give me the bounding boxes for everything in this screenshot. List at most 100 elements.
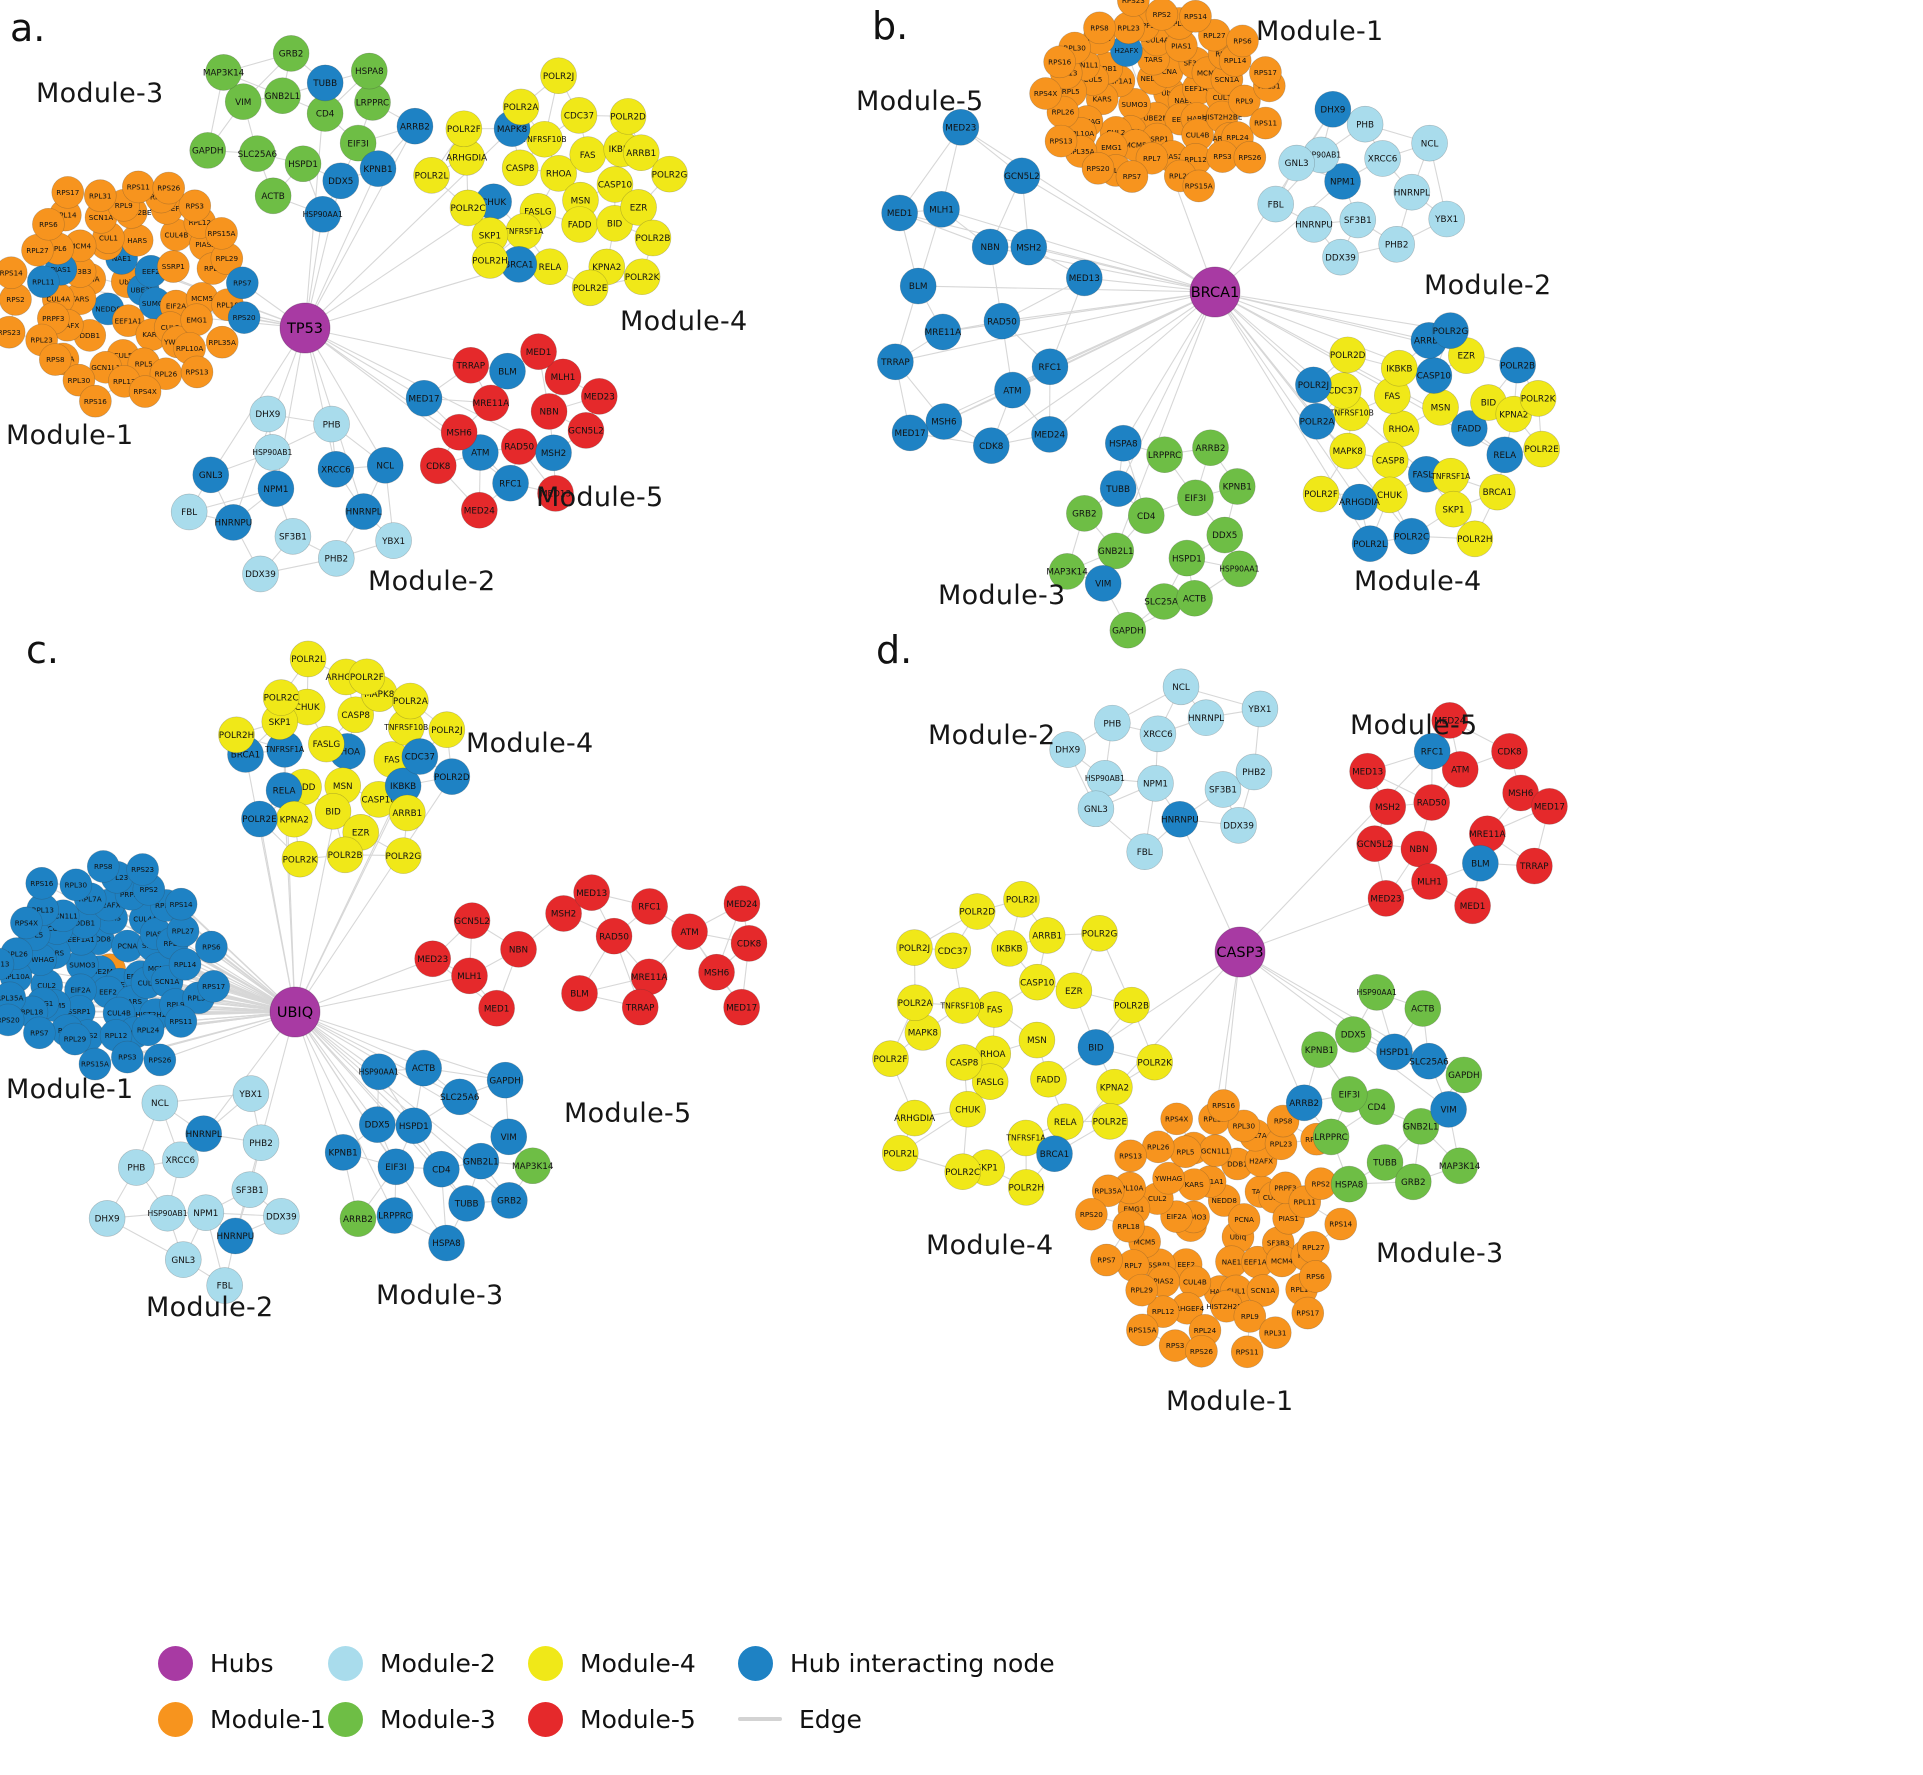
- node-BLM: BLM: [899, 267, 937, 305]
- module3-node-circle: [1176, 579, 1213, 617]
- module5-node-circle: [1462, 844, 1499, 882]
- module1-node-circle: [1115, 160, 1149, 193]
- module5-node-circle: [573, 874, 610, 911]
- node-MED1: MED1: [478, 989, 515, 1027]
- module5-node-circle: [545, 895, 582, 932]
- node-TUBB: TUBB: [1099, 470, 1137, 507]
- module3-node-circle: [306, 64, 344, 102]
- module4-node-circle: [471, 242, 509, 279]
- node-POLR2D: POLR2D: [609, 98, 647, 135]
- module5-node-circle: [1454, 887, 1491, 925]
- node-MED13: MED13: [1349, 752, 1386, 790]
- hub-edge: [1223, 951, 1241, 1106]
- node-RPS26: RPS26: [143, 1043, 177, 1077]
- module4-node-circle: [1519, 380, 1557, 417]
- node-MED24: MED24: [1031, 416, 1068, 453]
- node-RPL35A: RPL35A: [205, 325, 239, 359]
- node-FADD: FADD: [1030, 1060, 1067, 1098]
- node-NBN: NBN: [971, 228, 1009, 266]
- node-POLR2D: POLR2D: [958, 893, 996, 930]
- node-NBN: NBN: [500, 930, 537, 968]
- node-RAD50: RAD50: [500, 428, 538, 465]
- module1-node-circle: [1112, 11, 1145, 45]
- module3-node-circle: [1146, 436, 1183, 473]
- node-NPM1: NPM1: [187, 1194, 225, 1231]
- module3-node-circle: [1410, 1042, 1448, 1080]
- node-PHB: PHB: [118, 1149, 155, 1186]
- module4-node-circle: [445, 110, 483, 148]
- module1-node-circle: [23, 1016, 56, 1050]
- node-RPS17: RPS17: [197, 970, 231, 1003]
- legend-label: Hubs: [210, 1648, 274, 1678]
- module4-node-circle: [218, 716, 255, 754]
- node-POLR2E: POLR2E: [571, 269, 609, 307]
- hub-edge: [294, 975, 470, 1013]
- module4-node-circle: [1136, 1043, 1174, 1081]
- node-PHB2: PHB2: [242, 1124, 280, 1162]
- module2-node-circle: [1161, 800, 1199, 838]
- module4-node-circle: [1415, 357, 1453, 394]
- module3-node-circle: [1402, 1108, 1440, 1145]
- module1-node-circle: [27, 265, 60, 298]
- node-RELA: RELA: [1486, 436, 1524, 474]
- module2-node-circle: [88, 1200, 126, 1237]
- module1-node-circle: [1091, 1174, 1125, 1208]
- node-RPL26: RPL26: [1141, 1130, 1175, 1164]
- node-RPS13: RPS13: [1044, 124, 1078, 158]
- hub-circle: [1189, 266, 1241, 318]
- node-POLR2B: POLR2B: [326, 836, 364, 874]
- module4-node-circle: [1523, 430, 1560, 468]
- node-HARS: HARS: [120, 223, 154, 257]
- node-HSP90AB1: HSP90AB1: [1085, 759, 1125, 797]
- node-HSPA8: HSPA8: [350, 52, 388, 90]
- module2-node-circle: [1324, 163, 1361, 200]
- node-FAS: FAS: [569, 136, 607, 173]
- node-CDC37: CDC37: [560, 97, 598, 134]
- module-label-c-module-4: Module-4: [466, 728, 594, 759]
- node-POLR2L: POLR2L: [881, 1134, 919, 1172]
- node-CHUK: CHUK: [949, 1090, 986, 1128]
- module3-node-circle: [360, 1053, 398, 1091]
- module5-node-circle: [925, 403, 963, 440]
- node-RPS16: RPS16: [25, 866, 59, 900]
- node-POLR2C: POLR2C: [262, 679, 300, 716]
- nodes-panel-c: UbiqUBE2MNEDD8NAE1SUMO3PCNAEEF2EEF1A1EEF…: [0, 640, 768, 1304]
- node-RPS11: RPS11: [164, 1005, 198, 1038]
- hub-node-CASP3: CASP3: [1214, 926, 1266, 978]
- module1-node-circle: [0, 315, 26, 349]
- node-RPL27: RPL27: [1297, 1231, 1330, 1264]
- module1-node-circle: [1299, 1260, 1332, 1293]
- node-EZR: EZR: [1055, 972, 1093, 1009]
- module3-node-circle: [377, 1148, 415, 1186]
- node-POLR2J: POLR2J: [1295, 366, 1332, 404]
- node-GAPDH: GAPDH: [1445, 1056, 1483, 1094]
- node-RPS7: RPS7: [1090, 1243, 1123, 1277]
- module5-node-circle: [1356, 825, 1393, 862]
- module2-node-circle: [1393, 173, 1431, 211]
- module1-node-circle: [1249, 106, 1282, 140]
- hub-edge: [1214, 291, 1451, 332]
- node-EIF3I: EIF3I: [377, 1148, 415, 1186]
- module1-node-circle: [1291, 1296, 1325, 1330]
- node-RPS13: RPS13: [180, 355, 214, 389]
- node-LRPPRC: LRPPRC: [376, 1197, 414, 1234]
- hub-swatch-icon: [158, 1645, 193, 1681]
- node-RPS20: RPS20: [1075, 1197, 1108, 1231]
- module1-node-circle: [1044, 124, 1078, 158]
- module4-node-circle: [1435, 490, 1472, 528]
- node-BID: BID: [1077, 1029, 1115, 1066]
- module4-node-circle: [1036, 1135, 1073, 1173]
- node-BRCA1: BRCA1: [1036, 1135, 1073, 1173]
- module3-node-circle: [1066, 495, 1103, 532]
- node-CASP8: CASP8: [945, 1044, 983, 1081]
- module2-node-circle: [1162, 668, 1200, 706]
- module2-node-circle: [375, 522, 412, 559]
- module-label-b-module-3: Module-3: [938, 580, 1066, 611]
- node-VIM: VIM: [1430, 1091, 1467, 1128]
- node-RPS7: RPS7: [226, 266, 259, 300]
- node-RPL30: RPL30: [59, 868, 93, 902]
- node-KPNB1: KPNB1: [1301, 1031, 1338, 1068]
- hub-edge: [960, 126, 1216, 293]
- module-label-d-module-5: Module-5: [1350, 710, 1478, 741]
- module4-swatch-icon: [528, 1645, 563, 1681]
